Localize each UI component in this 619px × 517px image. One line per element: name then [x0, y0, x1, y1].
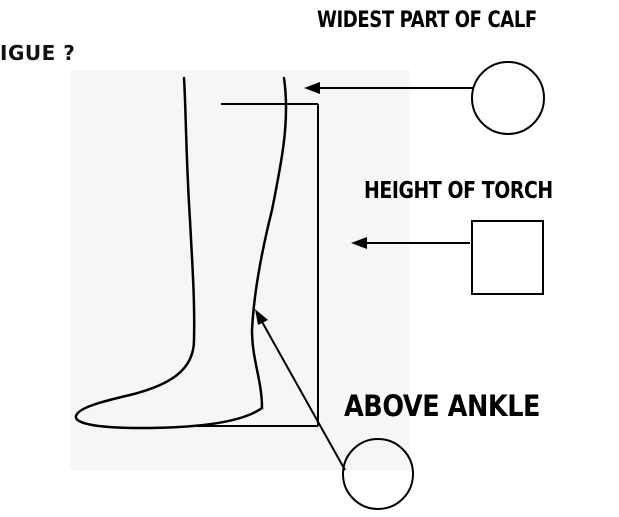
widest-calf-label: WIDEST PART OF CALF	[317, 8, 537, 33]
ankle-arrow-line	[260, 319, 346, 471]
ankle-answer-circle[interactable]	[342, 438, 414, 510]
torch-arrowhead-icon	[351, 237, 367, 249]
calf-answer-circle[interactable]	[471, 61, 545, 135]
ankle-arrowhead-icon	[255, 309, 268, 325]
partial-title: IGUE ?	[0, 41, 76, 65]
above-ankle-label: ABOVE ANKLE	[344, 389, 541, 423]
background-wash	[70, 70, 410, 470]
leg-back-outline	[74, 76, 264, 430]
leg-front-outline	[250, 76, 288, 410]
torch-answer-square[interactable]	[471, 220, 544, 295]
torch-height-label: HEIGHT OF TORCH	[364, 178, 553, 204]
calf-arrowhead-icon	[304, 82, 320, 94]
